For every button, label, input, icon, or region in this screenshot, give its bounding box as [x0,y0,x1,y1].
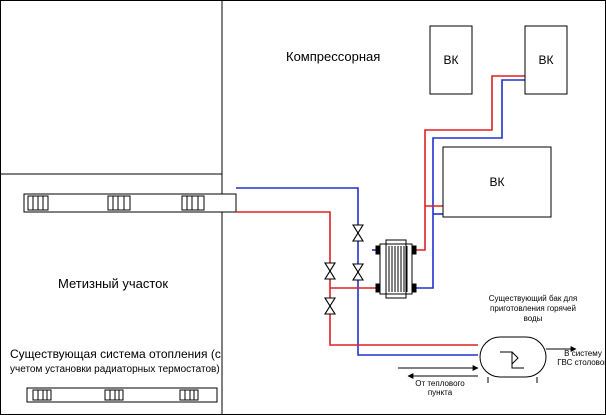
boiler-unit-2 [524,25,568,95]
valve-icon [324,297,336,315]
hot-water-tank [479,336,547,383]
to-dhw-note-line1: В систему [564,349,602,358]
heat-exchanger [375,239,417,299]
boiler-unit-3 [442,146,552,218]
tank-note-line3: воды [524,314,543,323]
boiler-label-2: ВК [539,53,554,67]
existing-heating-note-line2: учетом установки радиаторных термостатов… [10,364,220,375]
radiator-row-top [23,193,237,213]
valves [324,224,364,315]
valve-icon [352,224,364,242]
radiator-row-bottom [26,387,218,403]
valve-icon [324,262,336,280]
from-heat-note-line2: пункта [428,388,453,397]
existing-heating-note-line1: Существующая система отопления (с [10,347,221,361]
room-compressor-label: Компрессорная [286,49,380,64]
to-dhw-note-line2: ГВС столовой [557,358,606,367]
boiler-label-3: ВК [490,175,505,189]
room-hardware-label: Метизный участок [58,276,168,291]
boiler-label-1: ВК [444,53,459,67]
tank-note-line2: приготовления горячей [490,304,576,313]
boiler-units [429,25,568,218]
boiler-unit-1 [429,25,473,95]
valve-icon [352,263,364,281]
from-heat-note-line1: От теплового [415,379,465,388]
tank-note-line1: Существующий бак для [489,294,577,303]
flow-arrows [398,346,577,379]
